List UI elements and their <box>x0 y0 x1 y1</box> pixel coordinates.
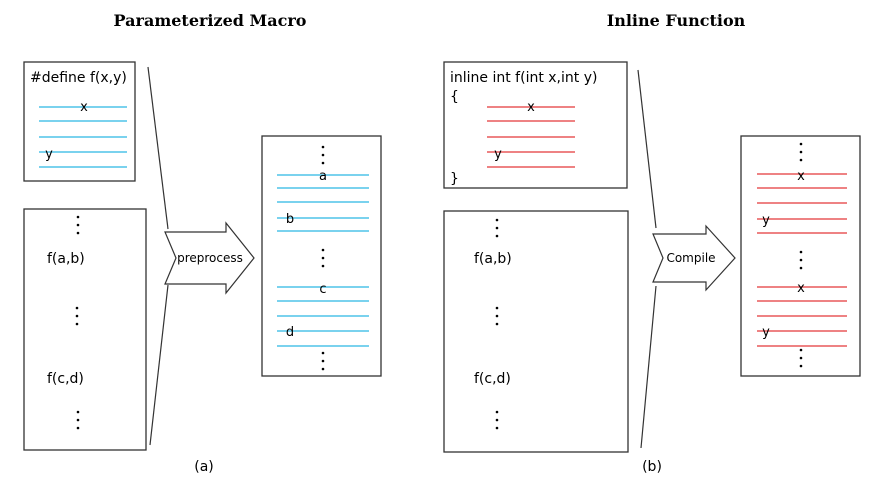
inline-output-y-2: y <box>762 325 770 340</box>
inline-output-y-1: y <box>762 213 770 228</box>
macro-call-2: f(c,d) <box>47 371 84 387</box>
macro-output-ellipsis-mid <box>321 248 325 268</box>
panel-a-caption: (a) <box>194 459 214 475</box>
inline-open-brace: { <box>450 89 459 105</box>
compile-arrow <box>652 224 736 292</box>
inline-compiled-output-box <box>740 135 861 377</box>
inline-function-body-lines <box>487 106 575 168</box>
inline-call-1: f(a,b) <box>474 251 512 267</box>
inline-output-x-2: x <box>797 281 805 296</box>
inline-close-brace: } <box>450 171 459 187</box>
inline-output-ellipsis-top <box>799 142 803 162</box>
inline-function-signature: inline int f(int x,int y) <box>450 70 597 86</box>
inline-caller-ellipsis-mid <box>495 306 499 326</box>
macro-output-arg-b: b <box>286 212 294 227</box>
macro-output-ellipsis-top <box>321 145 325 165</box>
macro-define-text: #define f(x,y) <box>30 70 127 86</box>
inline-param-x-label: x <box>527 100 535 115</box>
inline-caller-ellipsis-bottom <box>495 410 499 430</box>
inline-output-ellipsis-mid <box>799 250 803 270</box>
macro-funnel-bottom-line <box>149 284 169 446</box>
inline-output-ellipsis-bottom <box>799 348 803 368</box>
macro-caller-ellipsis-mid <box>75 306 79 326</box>
inline-compiled-lines <box>757 173 847 347</box>
inline-param-y-label: y <box>494 147 502 162</box>
compile-arrow-label: Compile <box>666 251 715 265</box>
macro-output-arg-d: d <box>286 325 294 340</box>
macro-funnel-top-line <box>147 66 169 230</box>
preprocess-arrow <box>164 221 255 295</box>
inline-output-x-1: x <box>797 169 805 184</box>
inline-caller-box <box>443 210 629 453</box>
inline-funnel-bottom-line <box>640 285 657 449</box>
macro-param-x-label: x <box>80 100 88 115</box>
macro-expanded-output-box <box>261 135 382 377</box>
panel-b-caption: (b) <box>642 459 662 475</box>
macro-caller-ellipsis-top <box>76 215 80 235</box>
preprocess-arrow-label: preprocess <box>177 251 243 265</box>
macro-param-y-label: y <box>45 147 53 162</box>
macro-call-1: f(a,b) <box>47 251 85 267</box>
inline-call-2: f(c,d) <box>474 371 511 387</box>
panel-b: Inline Function inline int f(int x,int y… <box>443 11 861 475</box>
inline-caller-ellipsis-top <box>495 218 499 238</box>
macro-caller-box <box>23 208 147 451</box>
macro-output-arg-a: a <box>319 169 327 184</box>
panel-a: Parameterized Macro #define f(x,y) x y f… <box>23 11 382 475</box>
panel-a-title: Parameterized Macro <box>114 11 307 30</box>
macro-caller-ellipsis-bottom <box>76 410 80 430</box>
macro-body-lines <box>39 106 127 168</box>
macro-output-ellipsis-bottom <box>321 351 325 371</box>
macro-expanded-lines <box>277 174 369 347</box>
panel-b-title: Inline Function <box>607 11 746 30</box>
inline-funnel-top-line <box>637 69 657 229</box>
macro-output-arg-c: c <box>319 282 326 297</box>
